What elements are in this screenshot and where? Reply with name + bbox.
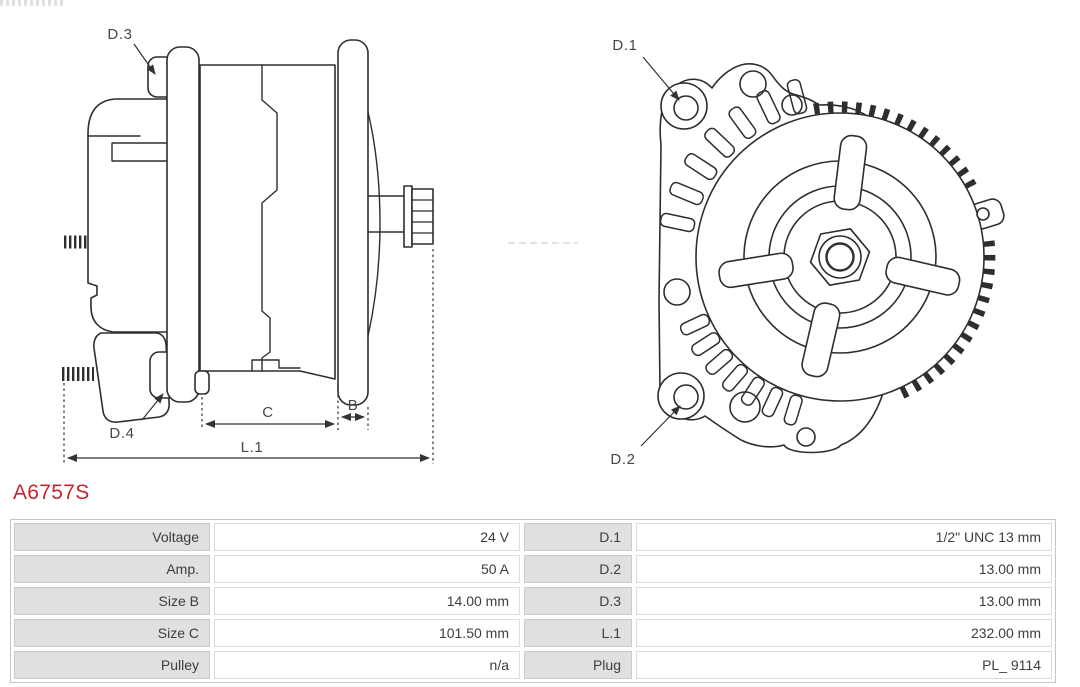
spec-value-amp: 50 A — [214, 555, 520, 583]
spec-label-size-c: Size C — [14, 619, 210, 647]
main-body — [199, 64, 336, 380]
spec-value-d3: 13.00 mm — [636, 587, 1052, 615]
dimension-label-d1: D.1 — [612, 37, 637, 54]
hole-d1 — [673, 95, 699, 121]
leader-arrow-d3 — [133, 43, 156, 75]
table-row: Pulley n/a Plug PL_ 9114 — [14, 651, 1052, 679]
hole-d2 — [673, 384, 699, 410]
shaft-collar — [403, 185, 413, 248]
spec-value-l1: 232.00 mm — [636, 619, 1052, 647]
dimension-label-d2: D.2 — [610, 451, 635, 468]
shaft-spline — [411, 188, 434, 245]
front-view-leaders — [640, 56, 681, 447]
hole-top-center — [739, 70, 767, 98]
dimension-label-c: C — [262, 404, 273, 421]
dimension-label-d4: D.4 — [109, 425, 134, 442]
hole-bottom-center — [729, 391, 761, 423]
vent-slots-upper — [659, 78, 808, 233]
alternator-technical-drawing: D.3 D.4 C B L.1 — [62, 26, 1005, 468]
fan-spokes — [718, 134, 961, 378]
leader-arrow-d1 — [642, 56, 680, 101]
leader-arrow-d4 — [141, 393, 164, 421]
spec-value-d1: 1/2" UNC 13 mm — [636, 523, 1052, 551]
spec-label-pulley: Pulley — [14, 651, 210, 679]
side-view-dimensions — [63, 43, 434, 464]
spec-table: Voltage 24 V D.1 1/2" UNC 13 mm Amp. 50 … — [10, 519, 1056, 683]
spec-label-amp: Amp. — [14, 555, 210, 583]
rear-housing — [87, 98, 173, 333]
table-row: Size C 101.50 mm L.1 232.00 mm — [14, 619, 1052, 647]
spec-label-plug: Plug — [524, 651, 632, 679]
spec-label-d2: D.2 — [524, 555, 632, 583]
spec-label-voltage: Voltage — [14, 523, 210, 551]
table-row: Size B 14.00 mm D.3 13.00 mm — [14, 587, 1052, 615]
hole-mid-left — [663, 278, 691, 306]
side-tab-hole — [976, 207, 990, 221]
shaft-bore — [825, 242, 855, 272]
watermark-strip — [0, 0, 66, 6]
side-view-drawing — [62, 39, 434, 423]
spec-value-pulley: n/a — [214, 651, 520, 679]
spec-label-d1: D.1 — [524, 523, 632, 551]
hole-bottom-tab — [796, 427, 816, 447]
spec-value-voltage: 24 V — [214, 523, 520, 551]
vent-slots-lower — [679, 313, 803, 426]
mounting-flange-left — [166, 46, 200, 403]
table-row: Amp. 50 A D.2 13.00 mm — [14, 555, 1052, 583]
front-view-drawing — [657, 63, 1005, 454]
dimension-label-d3: D.3 — [107, 26, 132, 43]
dimension-label-l1: L.1 — [241, 439, 264, 456]
spec-value-d2: 13.00 mm — [636, 555, 1052, 583]
spec-label-size-b: Size B — [14, 587, 210, 615]
leader-arrow-d2 — [640, 405, 681, 447]
spec-label-d3: D.3 — [524, 587, 632, 615]
spec-value-size-b: 14.00 mm — [214, 587, 520, 615]
dimension-label-b: B — [348, 397, 359, 414]
mounting-flange-right — [337, 39, 369, 406]
connector-block — [93, 332, 170, 423]
spec-label-l1: L.1 — [524, 619, 632, 647]
spec-value-plug: PL_ 9114 — [636, 651, 1052, 679]
part-number: A6757S — [13, 481, 90, 504]
table-row: Voltage 24 V D.1 1/2" UNC 13 mm — [14, 523, 1052, 551]
spec-value-size-c: 101.50 mm — [214, 619, 520, 647]
